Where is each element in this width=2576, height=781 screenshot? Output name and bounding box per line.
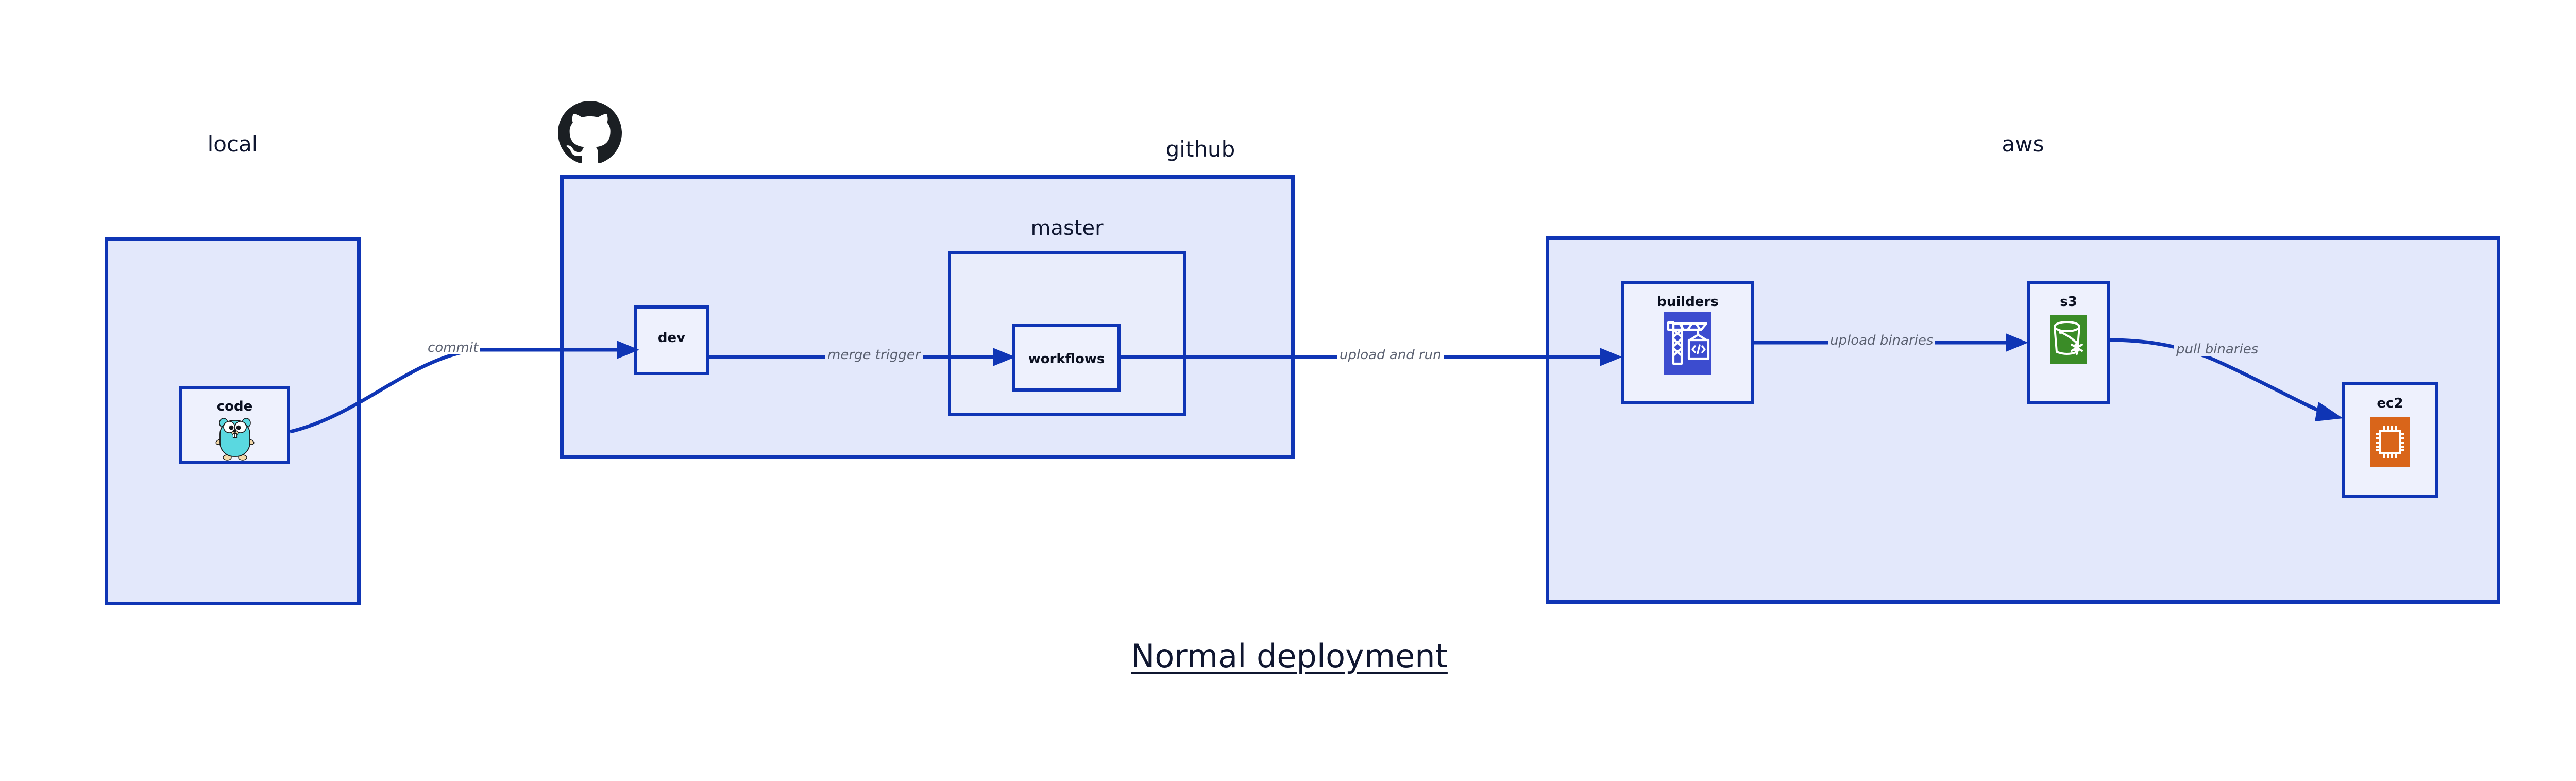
edge-label-upload-and-run: upload and run xyxy=(1337,348,1444,362)
node-label-workflows: workflows xyxy=(1028,351,1105,367)
edge-label-pull-binaries: pull binaries xyxy=(2174,343,2261,356)
group-label-local: local xyxy=(207,131,258,157)
node-label-dev: dev xyxy=(657,330,686,346)
edge-label-upload-binaries: upload binaries xyxy=(1828,334,1936,347)
node-box-builders[interactable]: builders xyxy=(1621,281,1754,404)
aws-codebuild-icon xyxy=(1664,312,1711,375)
node-box-dev[interactable]: dev xyxy=(634,305,709,375)
subgroup-label-master: master xyxy=(1030,216,1104,240)
node-label-ec2: ec2 xyxy=(2377,396,2403,411)
github-octocat-icon xyxy=(558,101,622,165)
node-box-s3[interactable]: s3 xyxy=(2027,281,2110,404)
page-title: Normal deployment xyxy=(1131,637,1448,675)
node-label-code: code xyxy=(216,399,253,414)
aws-s3-icon xyxy=(2050,315,2087,364)
node-box-workflows[interactable]: workflows xyxy=(1012,324,1121,392)
edge-label-commit: commit xyxy=(426,341,481,354)
node-box-code[interactable]: code xyxy=(179,386,290,464)
node-label-s3: s3 xyxy=(2060,294,2077,310)
go-gopher-icon xyxy=(215,416,255,461)
aws-ec2-icon xyxy=(2370,417,2410,467)
group-label-aws: aws xyxy=(2002,131,2044,157)
edge-label-merge-trigger: merge trigger xyxy=(825,348,923,362)
node-label-builders: builders xyxy=(1657,294,1719,310)
group-label-github: github xyxy=(1165,137,1235,162)
node-box-ec2[interactable]: ec2 xyxy=(2342,382,2438,498)
